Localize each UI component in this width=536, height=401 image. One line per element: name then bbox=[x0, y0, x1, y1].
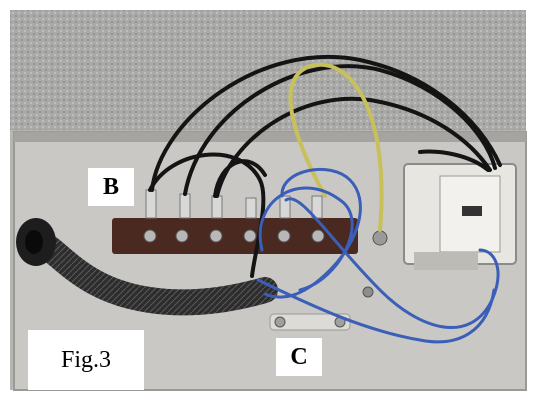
conduit-cable bbox=[23, 227, 278, 316]
black-wires bbox=[148, 54, 502, 278]
contactor-mount bbox=[414, 252, 478, 270]
contactor-window bbox=[462, 206, 482, 216]
terminal-block bbox=[112, 218, 358, 254]
terminal-screws bbox=[143, 229, 325, 243]
label-b: B bbox=[88, 168, 134, 206]
blue-wires bbox=[256, 167, 500, 344]
bracket-screw-left bbox=[274, 316, 286, 328]
panel-screw bbox=[362, 286, 374, 298]
ground-stud bbox=[372, 230, 388, 246]
yellow-green-wire bbox=[288, 62, 384, 232]
textured-wall bbox=[10, 10, 526, 130]
grommet-hole bbox=[25, 230, 43, 254]
figure-caption: Fig.3 bbox=[28, 330, 144, 390]
panel-shadow bbox=[14, 132, 526, 142]
label-c: C bbox=[276, 338, 322, 376]
